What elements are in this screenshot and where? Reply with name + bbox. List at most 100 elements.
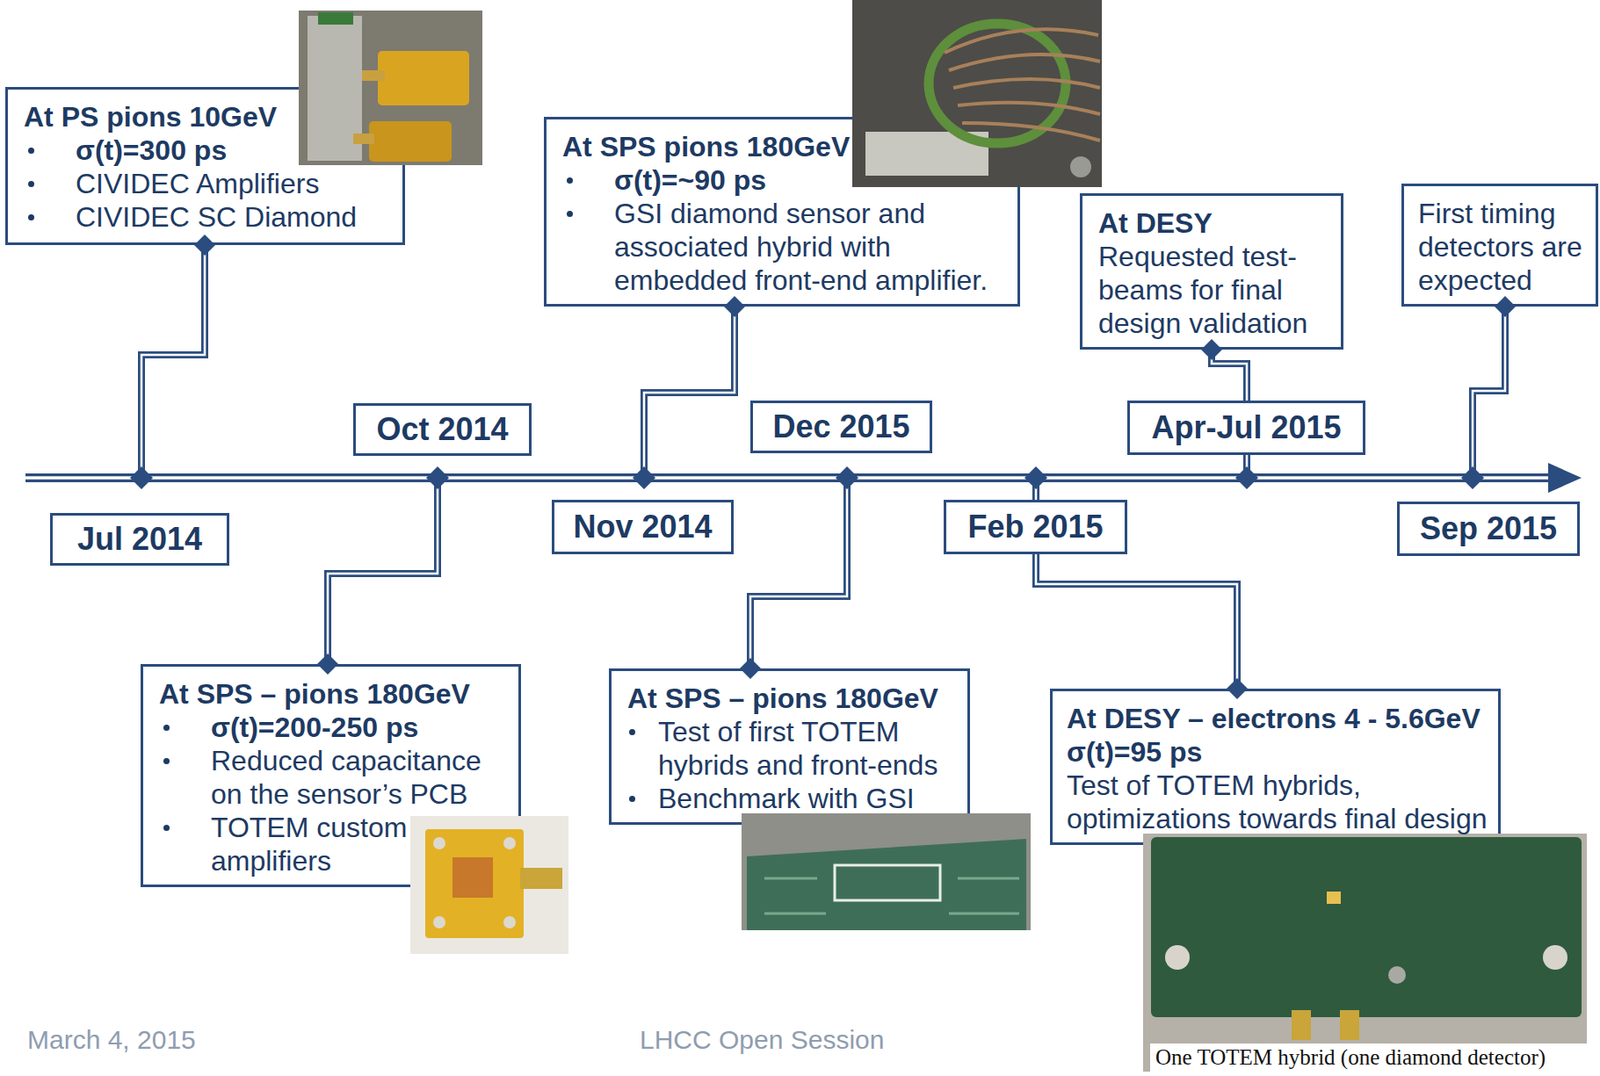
photo-cables <box>944 28 1101 141</box>
date-label-box: Jul 2014 <box>50 513 230 566</box>
date-text: Dec 2015 <box>772 409 910 445</box>
timeline-leader <box>327 477 438 665</box>
photo-sma-connector <box>353 133 375 145</box>
event-box: At PS pions 10GeVσ(t)=300 psCIVIDEC Ampl… <box>5 86 406 246</box>
timeline-diamond <box>426 466 449 490</box>
footer-event: LHCC Open Session <box>639 1024 884 1057</box>
date-label-box: Oct 2014 <box>353 403 532 457</box>
timeline-diamond <box>1461 466 1485 490</box>
timeline-leader-gap <box>750 477 848 669</box>
photo-sma-connector <box>1339 1010 1360 1041</box>
photo-pcb <box>746 839 1027 931</box>
bullet-dot <box>28 214 35 221</box>
event-text: CIVIDEC Amplifiers <box>75 166 394 201</box>
event-text: Requested test-beams for final design va… <box>1098 239 1333 341</box>
photo-caption: One TOTEM hybrid (one diamond detector) <box>1152 1044 1549 1072</box>
date-text: Apr-Jul 2015 <box>1151 410 1341 446</box>
timeline-diamond <box>1024 466 1048 490</box>
text-row: At SPS pions 180GeV <box>562 130 1012 164</box>
box-diamond <box>1201 339 1223 361</box>
text-row: Requested test-beams for final design va… <box>1098 239 1333 341</box>
date-text: Nov 2014 <box>572 509 712 545</box>
photo-screw <box>503 916 516 929</box>
date-text: Feb 2015 <box>967 509 1103 545</box>
photo-background <box>852 0 1102 188</box>
bullet-dot <box>566 210 573 218</box>
event-text: σ(t)=200-250 ps <box>210 710 501 745</box>
photo-screw <box>433 916 446 929</box>
timeline-leader-gap <box>327 477 438 665</box>
timeline-diamond <box>835 466 859 490</box>
photo-screw <box>503 837 516 850</box>
bullet-dot <box>163 724 170 732</box>
text-row: Test of first TOTEM hybrids and front-en… <box>627 715 958 782</box>
text-row: CIVIDEC Amplifiers <box>23 166 394 201</box>
box-diamond <box>317 653 339 675</box>
text-row: Reduced capacitance on the sensor’s PCB <box>159 744 501 811</box>
text-row: At SPS – pions 180GeV <box>627 681 958 716</box>
event-heading: First timing detectors are expected <box>1418 196 1594 297</box>
event-box: First timing detectors are expected <box>1401 183 1599 307</box>
footer-date: March 4, 2015 <box>27 1024 196 1057</box>
photo-screw <box>1165 945 1190 971</box>
event-box: At SPS pions 180GeVσ(t)=~90 psGSI diamon… <box>543 116 1021 307</box>
text-row: σ(t)=95 ps <box>1066 735 1494 769</box>
photo-background <box>410 816 569 955</box>
timeline-axis <box>25 473 1556 483</box>
event-text: σ(t)=~90 ps <box>614 163 1012 197</box>
bullet-dot <box>629 796 636 803</box>
event-heading: At PS pions 10GeV <box>23 100 394 134</box>
timeline-leader <box>750 477 848 669</box>
bullet-dot <box>566 177 573 184</box>
photo-screw <box>1542 945 1568 971</box>
event-heading: At DESY <box>1098 206 1333 240</box>
timeline-leader-gap <box>644 306 735 478</box>
timeline-arrowhead <box>1548 463 1582 493</box>
event-box: At DESYRequested test-beams for final de… <box>1079 193 1344 350</box>
photo-sma-connector <box>520 868 563 890</box>
date-text: Sep 2015 <box>1419 511 1557 547</box>
photo-connector <box>318 12 354 25</box>
event-text: Test of TOTEM hybrids, optimizations tow… <box>1066 768 1494 836</box>
date-label-box: Apr-Jul 2015 <box>1127 400 1366 456</box>
timeline-leader-gap <box>1472 306 1506 478</box>
photo-chip <box>1326 891 1341 905</box>
box-diamond <box>1226 678 1248 700</box>
photo-sma-connector <box>361 70 385 81</box>
photo-sensor-board <box>369 121 452 162</box>
text-row: Benchmark with GSI <box>627 781 958 816</box>
text-row: TOTEM custom amplifiers <box>159 810 501 878</box>
bullet-dot <box>28 180 35 188</box>
photo-hybrid-pcb <box>1151 837 1582 1018</box>
date-label-box: Sep 2015 <box>1397 501 1580 557</box>
bullet-dot <box>163 758 170 765</box>
text-row: GSI diamond sensor and associated hybrid… <box>562 196 1012 297</box>
date-label-box: Nov 2014 <box>551 499 734 555</box>
text-row: Test of TOTEM hybrids, optimizations tow… <box>1066 768 1494 836</box>
photo-sensor-board <box>377 50 470 106</box>
timeline-leader <box>141 245 205 478</box>
bullet-dot <box>629 729 636 736</box>
event-text: Benchmark with GSI <box>658 781 958 816</box>
photo-background <box>298 10 483 166</box>
timeline-axis-gap <box>25 476 1554 480</box>
text-row: At SPS – pions 180GeV <box>159 677 501 711</box>
photo-screw <box>433 837 446 850</box>
bullet-dot <box>163 825 170 832</box>
text-row: σ(t)=200-250 ps <box>159 710 501 745</box>
photo-caption-strip <box>1150 1043 1587 1073</box>
box-diamond <box>723 296 746 318</box>
box-diamond <box>739 658 761 680</box>
event-text: GSI diamond sensor and associated hybrid… <box>614 196 1012 297</box>
text-row: CIVIDEC SC Diamond <box>23 200 394 234</box>
text-row: At DESY – electrons 4 - 5.6GeV <box>1066 702 1494 736</box>
photo-screw <box>1388 966 1406 985</box>
text-row: σ(t)=300 ps <box>23 133 394 167</box>
box-diamond <box>1494 296 1516 318</box>
event-box: At SPS – pions 180GeVσ(t)=200-250 psRedu… <box>140 664 522 888</box>
photo-knob <box>1070 156 1092 178</box>
date-label-box: Feb 2015 <box>943 499 1128 555</box>
timeline-leader <box>1472 306 1506 478</box>
photo-diamond-sensor <box>452 857 493 898</box>
